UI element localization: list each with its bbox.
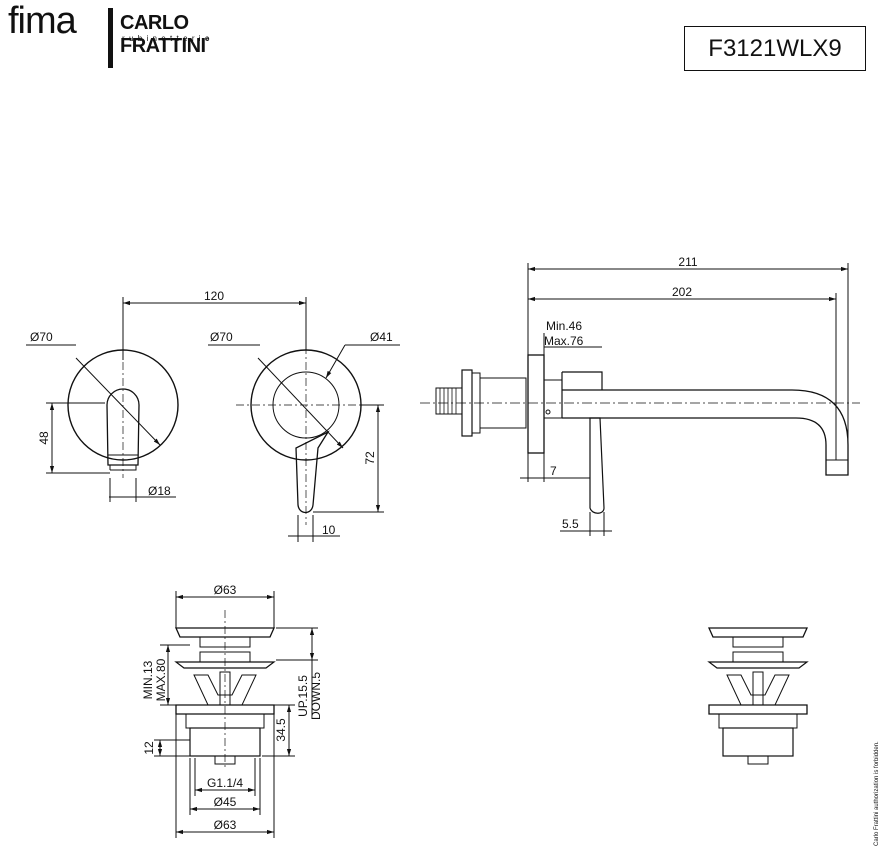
dim-front-width: 120 bbox=[204, 289, 224, 303]
logo-brand: fima bbox=[8, 0, 77, 42]
product-code-box: F3121WLX9 bbox=[684, 26, 866, 71]
logo-sub: CARLO FRATTINI° bbox=[120, 12, 210, 57]
logo-subsmall: rubinetterie bbox=[122, 34, 214, 43]
dim-dia-45: Ø45 bbox=[214, 795, 237, 809]
dim-g114: G1.1/4 bbox=[207, 776, 243, 790]
dim-w10: 10 bbox=[322, 523, 336, 537]
dim-min13: MIN.13 bbox=[141, 660, 155, 699]
brand-logo: fima CARLO FRATTINI° rubinetterie bbox=[8, 0, 278, 70]
dim-h12: 12 bbox=[142, 741, 156, 755]
logo-divider bbox=[108, 8, 113, 68]
dim-dia-41: Ø41 bbox=[370, 330, 393, 344]
drain-simple bbox=[707, 627, 809, 765]
dim-dia-18: Ø18 bbox=[148, 484, 171, 498]
dim-dia-63-top: Ø63 bbox=[214, 583, 237, 597]
side-view bbox=[420, 354, 860, 514]
drain-detailed bbox=[174, 610, 276, 770]
dim-h48: 48 bbox=[37, 431, 51, 445]
dim-h34-5: 34.5 bbox=[274, 718, 288, 742]
dim-dia-70-left: Ø70 bbox=[30, 330, 53, 344]
dim-min46: Min.46 bbox=[546, 319, 582, 333]
side-dimension-lines bbox=[520, 263, 849, 536]
front-view-right bbox=[236, 330, 376, 525]
front-dimension-lines bbox=[26, 297, 400, 542]
dim-dia-70-right: Ø70 bbox=[210, 330, 233, 344]
dim-down5: DOWN.5 bbox=[309, 672, 323, 720]
dim-d5-5: 5.5 bbox=[562, 517, 579, 531]
dim-up15-5: UP.15.5 bbox=[296, 675, 310, 717]
product-code: F3121WLX9 bbox=[708, 34, 842, 62]
dim-len-211: 211 bbox=[678, 255, 697, 269]
dimension-labels: 120 Ø70 Ø70 Ø41 48 Ø18 72 10 211 202 Min… bbox=[30, 255, 698, 832]
side-note: Carlo Frattini authorization is forbidde… bbox=[874, 741, 880, 846]
dim-max76: Max.76 bbox=[544, 334, 584, 348]
drain-dimension-lines bbox=[154, 591, 318, 838]
dim-len-202: 202 bbox=[672, 285, 692, 299]
dim-d7: 7 bbox=[550, 464, 557, 478]
dim-dia-63-bottom: Ø63 bbox=[214, 818, 237, 832]
dim-h72: 72 bbox=[363, 451, 377, 465]
dim-max80: MAX.80 bbox=[154, 658, 168, 701]
